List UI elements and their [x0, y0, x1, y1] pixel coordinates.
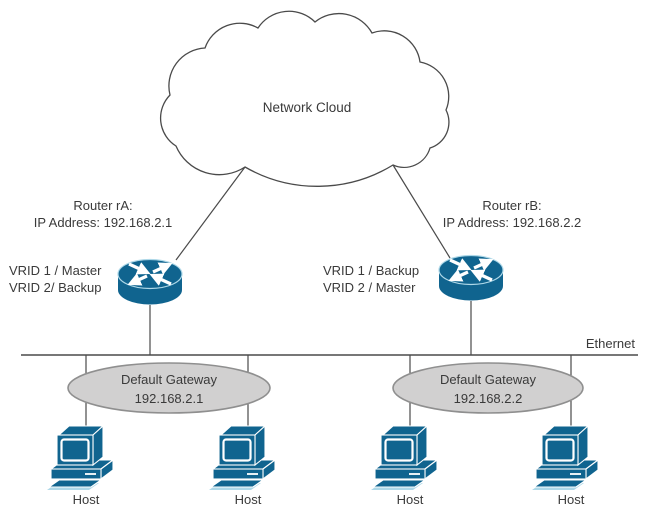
router-arrow-out-ne — [152, 262, 173, 275]
router-a-vrid-1: VRID 1 / Master — [9, 263, 102, 278]
gateway-left-title: Default Gateway — [120, 372, 218, 387]
gateway-right-title: Default Gateway — [439, 372, 537, 387]
network-cloud-label: Network Cloud — [262, 100, 352, 115]
router-a-label: Router rA: IP Address: 192.168.2.1 — [18, 197, 188, 231]
router-b-icon — [438, 254, 504, 301]
link-cloud-router-a — [175, 166, 246, 261]
gateway-right-ip: 192.168.2.2 — [453, 391, 523, 406]
host-1-label: Host — [72, 492, 100, 507]
keyboard — [47, 479, 103, 488]
gateway-left-ip: 192.168.2.1 — [134, 391, 204, 406]
router-b-vrid-1: VRID 1 / Backup — [323, 263, 420, 278]
router-b-ip: IP Address: 192.168.2.2 — [442, 215, 582, 230]
router-arrow-in-se — [149, 273, 172, 286]
host-3-icon workstation-icon — [371, 424, 439, 490]
router-b-vrid-label: VRID 1 / Backup VRID 2 / Master — [323, 262, 433, 296]
router-arrow-out-sw — [448, 269, 469, 282]
network-cloud-shape — [159, 10, 450, 187]
host-2-icon workstation-icon — [209, 424, 277, 490]
gateway-left-ellipse — [67, 362, 271, 414]
ethernet-label: Ethernet — [585, 336, 635, 351]
host-1-icon workstation-icon — [47, 424, 115, 490]
gateway-right-ellipse — [392, 362, 584, 414]
monitor-screen — [60, 438, 90, 462]
router-arrow-in-se — [470, 269, 493, 282]
router-b-title: Router rB: — [482, 198, 542, 213]
router-b-label: Router rB: IP Address: 192.168.2.2 — [427, 197, 597, 231]
router-a-vrid-2: VRID 2/ Backup — [9, 280, 102, 295]
link-cloud-router-b — [392, 164, 451, 259]
router-b-vrid-2: VRID 2 / Master — [323, 280, 416, 295]
router-a-ip: IP Address: 192.168.2.1 — [33, 215, 173, 230]
router-arrow-in-nw — [449, 258, 472, 271]
host-3-label: Host — [396, 492, 424, 507]
host-4-label: Host — [557, 492, 585, 507]
router-a-icon — [117, 258, 183, 305]
router-arrow-out-sw — [127, 273, 148, 286]
gateway-right-label: Default Gateway 192.168.2.2 — [393, 370, 583, 408]
router-arrow-in-nw — [128, 262, 151, 275]
router-a-vrid-label: VRID 1 / Master VRID 2/ Backup — [9, 262, 113, 296]
router-arrow-out-ne — [473, 258, 494, 271]
gateway-left-label: Default Gateway 192.168.2.1 — [69, 370, 269, 408]
router-a-title: Router rA: — [73, 198, 133, 213]
host-4-icon workstation-icon — [532, 424, 600, 490]
host-2-label: Host — [234, 492, 262, 507]
